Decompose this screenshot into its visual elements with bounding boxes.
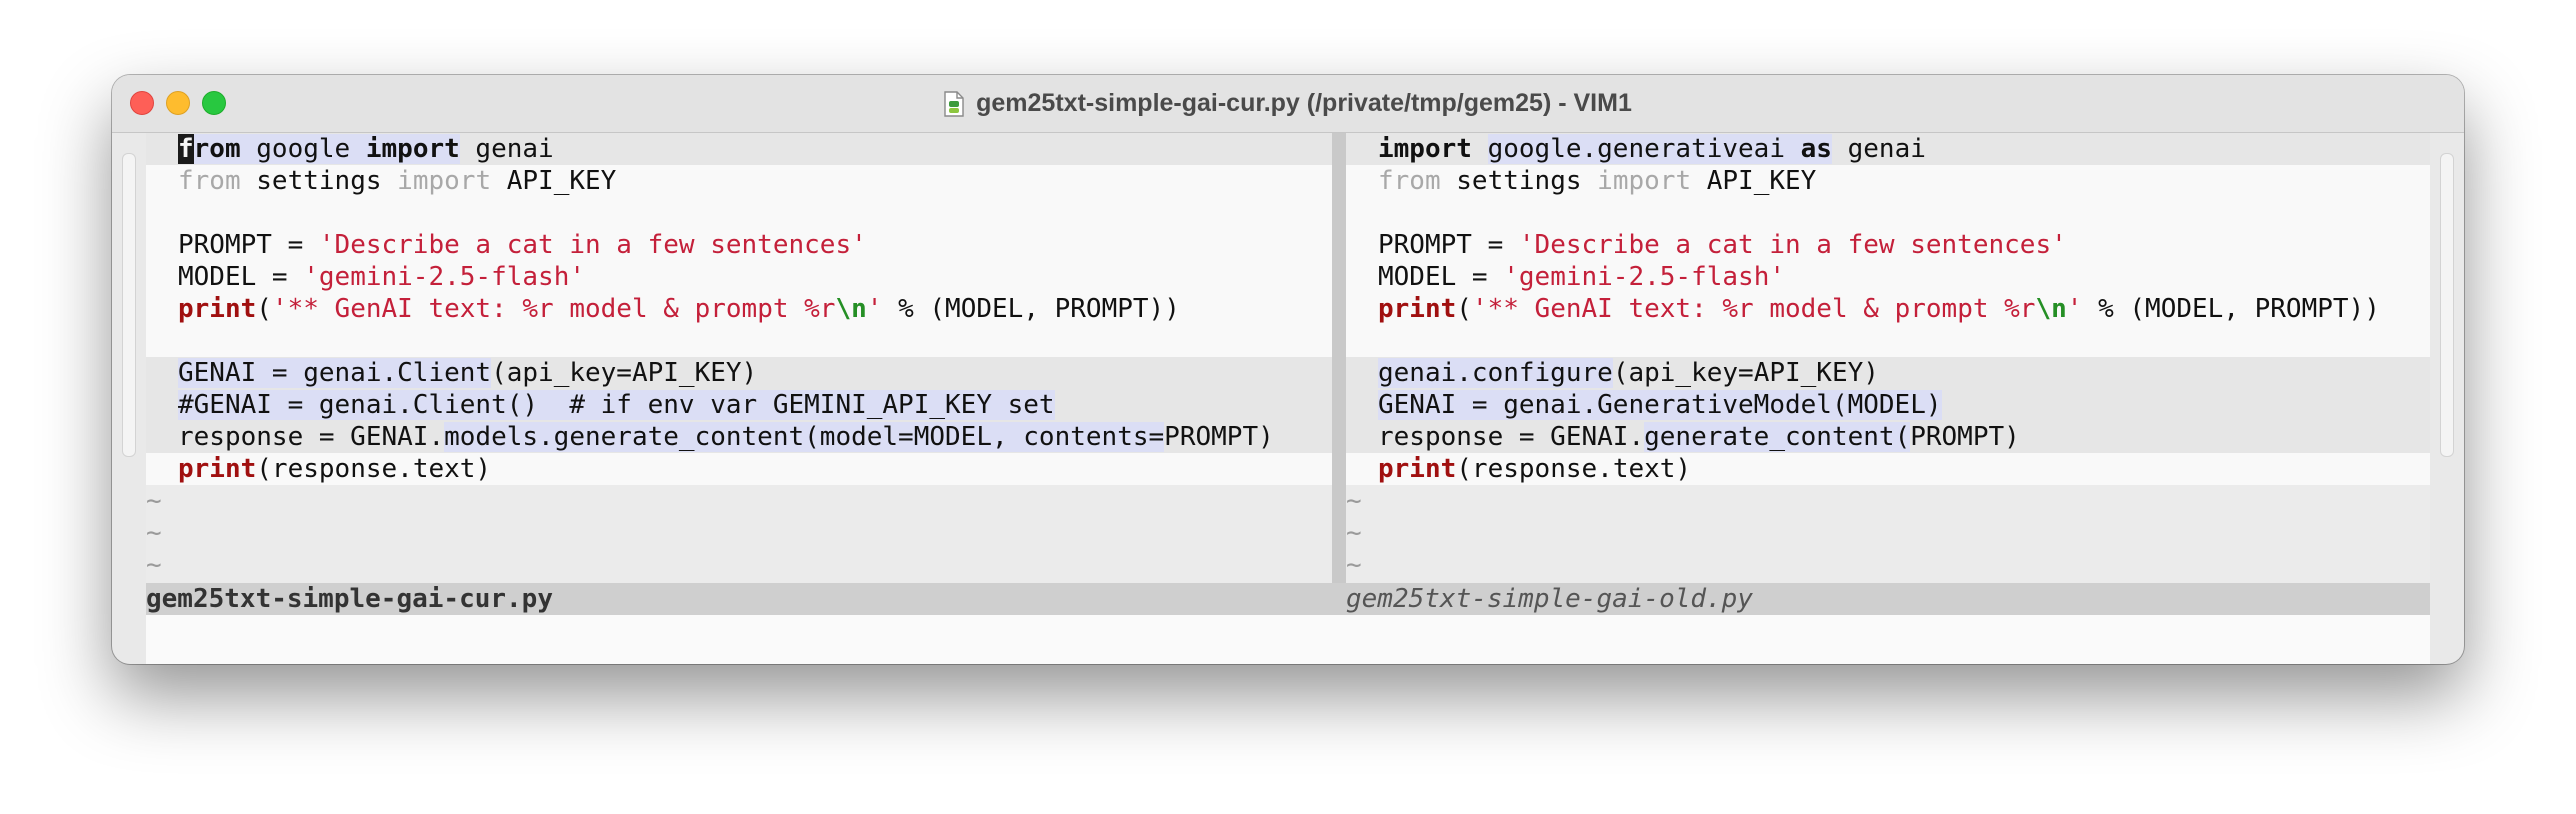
empty-line-marker: ~	[1346, 486, 1362, 516]
code-line: from settings import API_KEY	[146, 165, 1332, 197]
empty-line-marker: ~	[146, 518, 162, 548]
code-line: from settings import API_KEY	[1346, 165, 2430, 197]
vim-editor[interactable]: from google import genai from settings i…	[146, 133, 2430, 664]
python-file-icon	[944, 90, 964, 117]
vim-cursor: f	[178, 134, 194, 164]
left-scrollbar[interactable]	[122, 153, 136, 457]
right-status-line: gem25txt-simple-gai-old.py	[1346, 583, 2430, 615]
title-bar[interactable]: gem25txt-simple-gai-cur.py (/private/tmp…	[112, 75, 2464, 133]
code-line: print(response.text)	[146, 453, 1332, 485]
code-line: print('** GenAI text: %r model & prompt …	[1346, 293, 2430, 325]
close-button[interactable]	[130, 91, 154, 115]
code-line: print('** GenAI text: %r model & prompt …	[146, 293, 1332, 325]
code-line: response = GENAI.models.generate_content…	[146, 421, 1332, 453]
code-line: GENAI = genai.GenerativeModel(MODEL)	[1346, 389, 2430, 421]
window-title: gem25txt-simple-gai-cur.py (/private/tmp…	[976, 89, 1632, 117]
title-wrap: gem25txt-simple-gai-cur.py (/private/tmp…	[112, 75, 2464, 132]
empty-line-marker: ~	[1346, 550, 1362, 580]
code-line-empty	[1346, 325, 2430, 357]
code-line: print(response.text)	[1346, 453, 2430, 485]
empty-line-marker: ~	[146, 550, 162, 580]
code-line-empty	[146, 325, 1332, 357]
code-line: PROMPT = 'Describe a cat in a few senten…	[146, 229, 1332, 261]
status-divider	[1332, 583, 1346, 615]
left-diff-pane[interactable]: from google import genai from settings i…	[146, 133, 1332, 583]
code-line-empty	[146, 197, 1332, 229]
code-line: GENAI = genai.Client(api_key=API_KEY)	[146, 357, 1332, 389]
code-line-empty	[1346, 197, 2430, 229]
code-line: MODEL = 'gemini-2.5-flash'	[1346, 261, 2430, 293]
empty-line-marker: ~	[1346, 518, 1362, 548]
code-line: PROMPT = 'Describe a cat in a few senten…	[1346, 229, 2430, 261]
code-line: response = GENAI.generate_content(PROMPT…	[1346, 421, 2430, 453]
left-status-line: gem25txt-simple-gai-cur.py	[146, 583, 1332, 615]
code-line: from google import genai	[146, 133, 1332, 165]
minimize-button[interactable]	[166, 91, 190, 115]
code-line: #GENAI = genai.Client() # if env var GEM…	[146, 389, 1332, 421]
code-line: import google.generativeai as genai	[1346, 133, 2430, 165]
vertical-split-divider[interactable]	[1332, 133, 1346, 583]
code-line: MODEL = 'gemini-2.5-flash'	[146, 261, 1332, 293]
vim-window: gem25txt-simple-gai-cur.py (/private/tmp…	[112, 75, 2464, 664]
code-line: genai.configure(api_key=API_KEY)	[1346, 357, 2430, 389]
right-diff-pane[interactable]: import google.generativeai as genai from…	[1346, 133, 2430, 583]
empty-line-marker: ~	[146, 486, 162, 516]
right-scrollbar[interactable]	[2440, 153, 2454, 457]
zoom-button[interactable]	[202, 91, 226, 115]
